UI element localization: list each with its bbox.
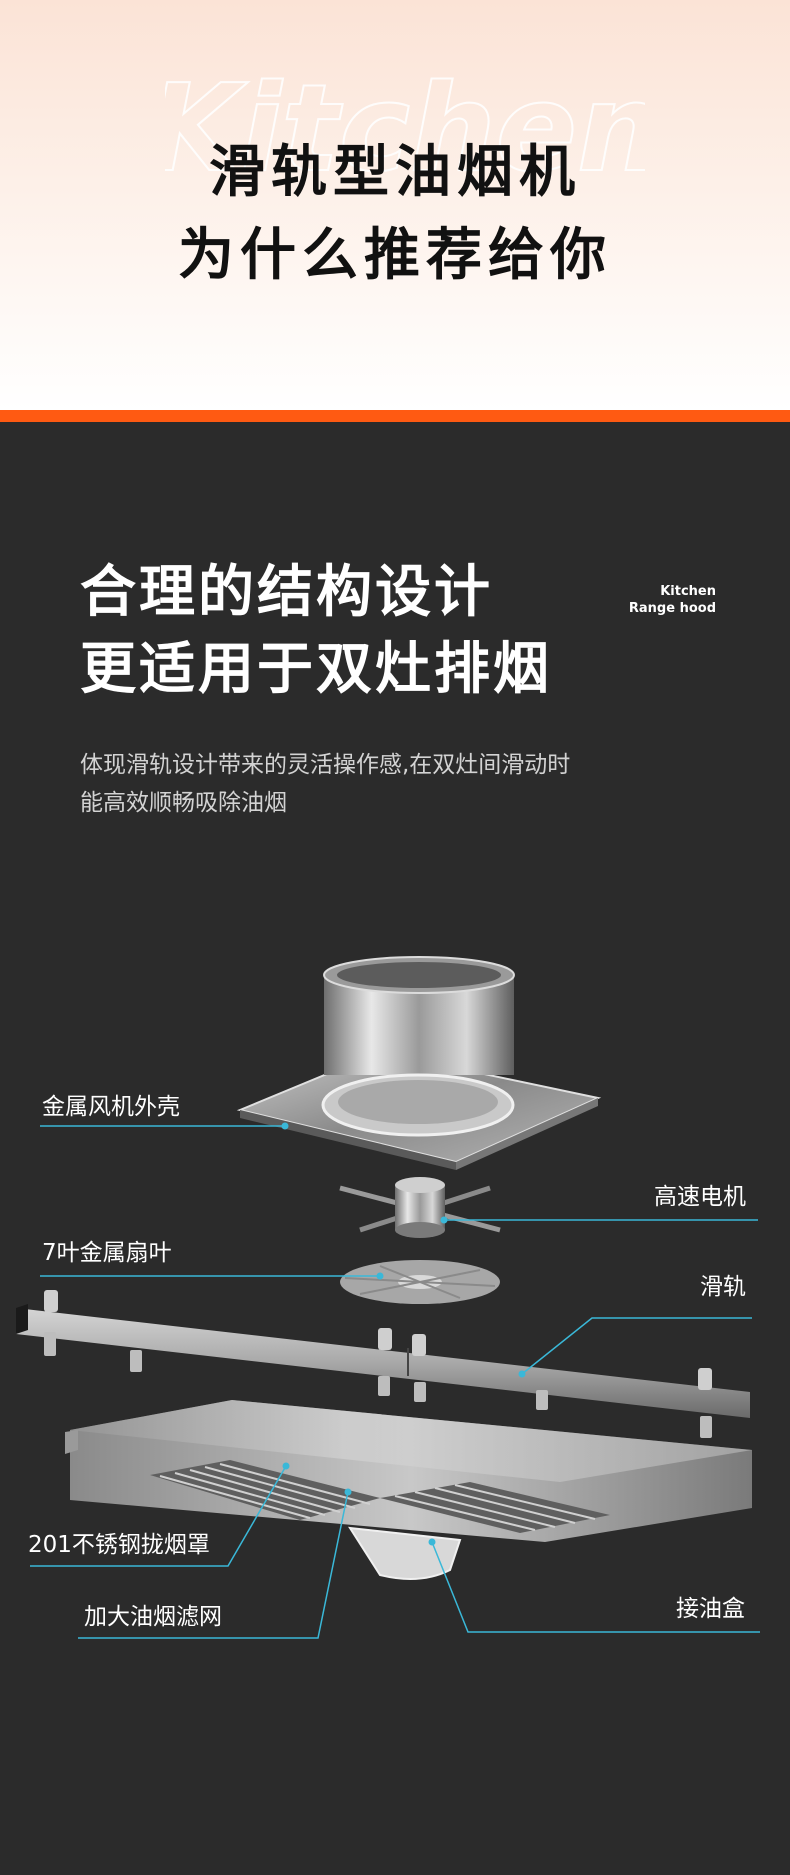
label-blades: 7叶金属扇叶 xyxy=(42,1240,172,1266)
label-fan-housing: 金属风机外壳 xyxy=(42,1094,180,1120)
label-motor: 高速电机 xyxy=(654,1184,746,1210)
hero-banner: Kitchen xyxy=(0,0,790,410)
label-oil-box: 接油盒 xyxy=(676,1596,745,1622)
callout-dots xyxy=(281,1122,526,1546)
label-filter: 加大油烟滤网 xyxy=(84,1604,222,1630)
fan-blades xyxy=(340,1260,500,1304)
hero-title-line2: 为什么推荐给你 xyxy=(178,223,612,288)
section-title-line2: 更适用于双灶排烟 xyxy=(80,637,552,702)
callout-leader-lines xyxy=(30,1125,760,1639)
section-tag-line1: Kitchen xyxy=(660,584,716,599)
watermark-text: Kitchen xyxy=(165,70,645,199)
kitchen-watermark: Kitchen xyxy=(165,70,645,200)
section-tag-line2: Range hood xyxy=(628,601,716,616)
label-rail: 滑轨 xyxy=(700,1274,746,1300)
hero-title-line1: 滑轨型油烟机 xyxy=(209,140,581,205)
motor xyxy=(339,1177,501,1238)
label-hood: 201不锈钢拢烟罩 xyxy=(28,1532,210,1558)
rail xyxy=(16,1290,750,1438)
section-desc-line2: 能高效顺畅吸除油烟 xyxy=(80,790,287,816)
section-title-line1: 合理的结构设计 xyxy=(80,560,493,625)
hood xyxy=(65,1400,752,1580)
accent-divider xyxy=(0,410,790,422)
fan-housing xyxy=(236,956,602,1170)
section-desc-line1: 体现滑轨设计带来的灵活操作感,在双灶间滑动时 xyxy=(80,752,571,778)
exploded-diagram xyxy=(16,956,760,1639)
